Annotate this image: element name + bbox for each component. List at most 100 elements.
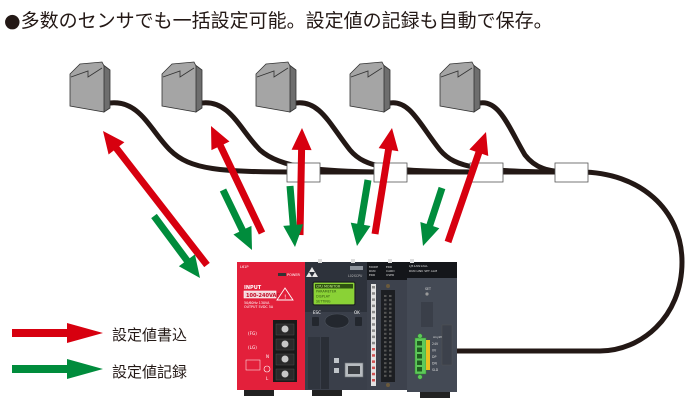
io-pin (389, 353, 392, 356)
io-pin (389, 311, 392, 314)
io-pin (384, 374, 387, 377)
warning-icon (276, 287, 294, 301)
io-pin (384, 341, 387, 344)
anywire-master-module: LJ51AW12AL RUN LINK SET ALM SET AnyWire … (407, 262, 457, 398)
io-led (372, 372, 375, 376)
terminal-screw-1 (281, 325, 289, 333)
lcd-line-3: DISPLAY (316, 295, 331, 299)
cpu-status-value-3: USER (386, 273, 394, 277)
navigation-dial[interactable] (324, 313, 350, 329)
io-pin (389, 341, 392, 344)
io-connector-screw-bottom (386, 383, 390, 387)
io-pin (384, 320, 387, 323)
memory-card-slot (308, 337, 320, 389)
cpu-model-plate (350, 266, 363, 270)
io-pin (384, 303, 387, 306)
sensor-cable-5 (477, 100, 573, 175)
io-led (372, 286, 375, 289)
write-arrow-1 (103, 131, 210, 268)
cpu-status-run: RUN (369, 269, 376, 273)
set-label: SET (425, 287, 431, 291)
cpu-module-foot (312, 390, 342, 396)
data-flow-arrows (103, 126, 489, 278)
io-led (372, 304, 375, 308)
io-led (372, 354, 375, 357)
legend-arrow-record (12, 359, 103, 379)
anywire-status-panel (407, 262, 457, 278)
io-terminal-strip (371, 284, 376, 386)
anywire-terminal-label-1: 24V (432, 342, 439, 346)
anywire-terminal-label-2: 0V (432, 349, 437, 353)
sensor-notch (440, 67, 473, 78)
io-led (372, 379, 375, 382)
lcd-line-1: CPU MONITOR (316, 285, 341, 289)
anywire-side-cover (441, 324, 453, 366)
set-button[interactable] (425, 292, 429, 296)
input-label: INPUT (244, 285, 262, 291)
io-led (372, 310, 375, 314)
io-pin (384, 299, 387, 302)
anywire-terminal-slots (417, 333, 423, 380)
io-pin (384, 332, 387, 335)
power-led (278, 273, 286, 276)
usb-port-2-icon (334, 368, 339, 373)
cpu-module: L02SCPU CPU MONITOR PARAMETER DISPLAY SE… (305, 262, 367, 396)
io-led (372, 366, 375, 370)
io-status-panel (367, 262, 407, 280)
io-pin (384, 295, 387, 297)
anywire-slot (417, 341, 422, 346)
terminal-screws (275, 323, 295, 381)
cpu-status-err: ERR (369, 273, 375, 277)
io-pin (389, 370, 392, 373)
record-arrow-4 (350, 179, 372, 246)
power-module-foot (244, 390, 274, 396)
sensor-notch (350, 67, 383, 78)
module-tab (351, 259, 355, 263)
ethernet-port-inner (348, 366, 360, 374)
io-pin (384, 316, 387, 318)
esc-button[interactable] (312, 317, 319, 326)
lcd-line-4: SETTING (316, 300, 331, 304)
io-pin (389, 320, 392, 323)
io-pin (389, 332, 392, 335)
anywire-slot (417, 354, 422, 359)
write-arrow-4 (371, 128, 399, 235)
anywire-terminal-label-5: SLD (432, 368, 439, 372)
io-pin (384, 358, 387, 360)
sensor-4 (349, 61, 391, 113)
anywire-module-foot (420, 392, 450, 398)
io-led (372, 335, 375, 339)
io-pin (384, 311, 387, 314)
sensor-5 (439, 61, 481, 113)
io-pin (389, 328, 392, 331)
io-pin (389, 295, 392, 297)
ok-button[interactable] (355, 317, 362, 326)
anywire-model: LJ51AW12AL (409, 264, 428, 268)
anywire-terminal-label-4: DN (432, 362, 437, 366)
io-led (372, 348, 375, 351)
io-pin (389, 307, 392, 310)
esc-label: ESC (313, 310, 321, 315)
io-pin (389, 374, 392, 377)
write-arrow-2 (211, 126, 266, 235)
io-connector-pins (384, 295, 392, 377)
lcd-highlight (315, 284, 353, 289)
input-range-box (243, 290, 277, 299)
write-arrow-5 (444, 132, 489, 244)
plc-unit: L61P POWER INPUT 100-240VAC ! 50/60Hz 13… (237, 259, 457, 398)
io-led (372, 298, 375, 301)
io-module: MODE RUN ERR ERR CARD USER (367, 262, 407, 390)
sensor-1 (69, 61, 111, 113)
terminal-l-label: L (266, 376, 269, 381)
anywire-slot (417, 367, 422, 372)
io-pin (384, 328, 387, 331)
io-led (372, 329, 375, 332)
lcd-line-2: PARAMETER (316, 290, 337, 294)
sensor-notch (256, 67, 289, 78)
anywire-label: AnyWire (433, 335, 446, 339)
record-arrow-5 (420, 186, 446, 246)
anywire-slot (417, 360, 422, 365)
cpu-side-panel (321, 337, 329, 389)
